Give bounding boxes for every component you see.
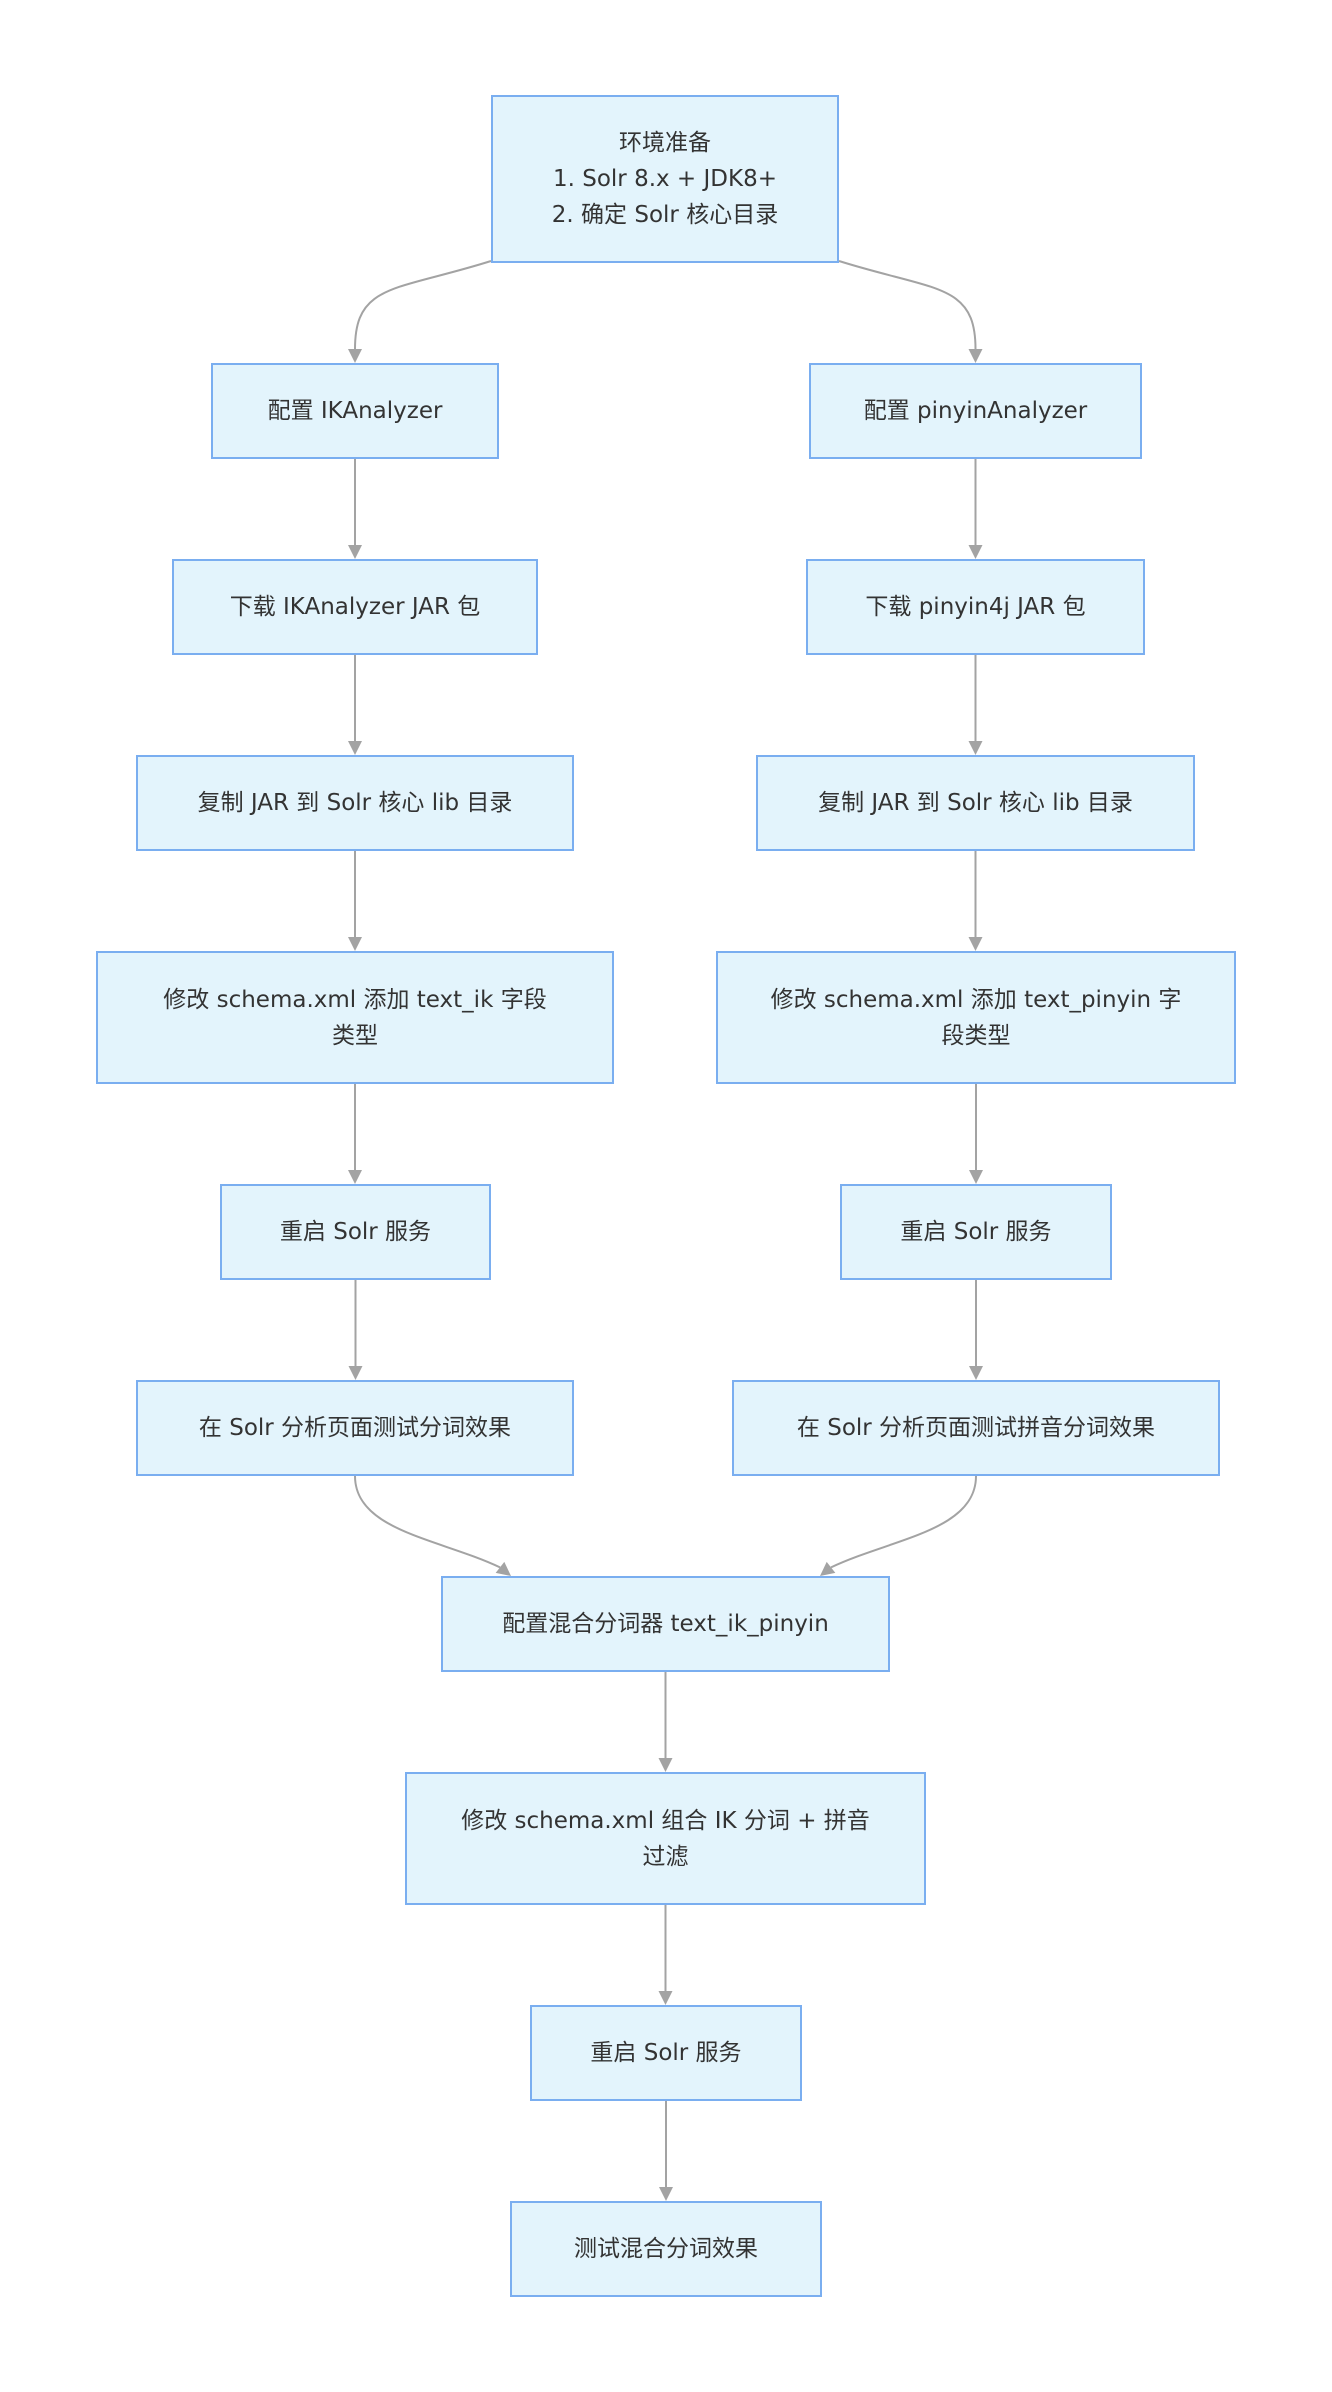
edge-ik_test-to-mix_config — [354, 1475, 501, 1569]
arrowhead-env-to-py_config — [968, 349, 983, 363]
node-env-line-1: 环境准备 — [619, 130, 711, 156]
node-py-download: 下载 pinyin4j JAR 包 — [806, 559, 1145, 655]
node-env-line-2: 1. Solr 8.x + JDK8+ — [552, 166, 777, 192]
arrowhead-py_test-to-mix_config — [820, 1561, 836, 1576]
node-ik-schema-line-2: 类型 — [331, 1022, 378, 1049]
node-py-copy-label: 复制 JAR 到 Solr 核心 lib 目录 — [818, 790, 1133, 816]
node-py-download-label: 下载 pinyin4j JAR 包 — [865, 594, 1086, 620]
node-ik-restart: 重启 Solr 服务 — [220, 1184, 491, 1280]
arrowhead-py_schema-to-py_restart — [969, 1170, 983, 1184]
arrowhead-ik_copy-to-ik_schema — [348, 937, 362, 951]
arrowhead-mix_schema-to-mix_restart — [658, 1991, 673, 2005]
arrowhead-mix_restart-to-mix_test — [659, 2187, 673, 2201]
node-mix-schema-line-1: 修改 schema.xml 组合 IK 分词 + 拼音 — [461, 1807, 870, 1834]
node-ik-schema: 修改 schema.xml 添加 text_ik 字段 类型 — [96, 951, 614, 1084]
arrowhead-ik_test-to-mix_config — [495, 1561, 511, 1576]
arrowhead-ik_config-to-ik_download — [348, 545, 362, 559]
node-mix-config-label: 配置混合分词器 text_ik_pinyin — [502, 1611, 829, 1637]
arrowhead-env-to-ik_config — [348, 349, 362, 363]
node-py-restart: 重启 Solr 服务 — [840, 1184, 1112, 1280]
node-py-test: 在 Solr 分析页面测试拼音分词效果 — [732, 1380, 1220, 1476]
node-mix-schema: 修改 schema.xml 组合 IK 分词 + 拼音 过滤 — [405, 1772, 926, 1905]
node-env: 环境准备 1. Solr 8.x + JDK8+ 2. 确定 Solr 核心目录 — [491, 95, 839, 263]
node-py-schema-line-2: 段类型 — [941, 1022, 1011, 1049]
node-py-copy: 复制 JAR 到 Solr 核心 lib 目录 — [756, 755, 1195, 851]
arrowhead-ik_schema-to-ik_restart — [348, 1170, 362, 1184]
arrowhead-py_config-to-py_download — [968, 545, 983, 559]
node-ik-test: 在 Solr 分析页面测试分词效果 — [136, 1380, 574, 1476]
node-py-config: 配置 pinyinAnalyzer — [809, 363, 1142, 459]
edge-env-to-py_config — [838, 260, 977, 350]
node-py-restart-label: 重启 Solr 服务 — [900, 1219, 1052, 1245]
node-ik-config: 配置 IKAnalyzer — [211, 363, 499, 459]
node-py-schema: 修改 schema.xml 添加 text_pinyin 字 段类型 — [716, 951, 1236, 1084]
node-py-schema-line-1: 修改 schema.xml 添加 text_pinyin 字 — [770, 986, 1182, 1013]
node-ik-copy: 复制 JAR 到 Solr 核心 lib 目录 — [136, 755, 574, 851]
node-env-line-3: 2. 确定 Solr 核心目录 — [551, 202, 779, 228]
arrowhead-ik_restart-to-ik_test — [348, 1366, 363, 1380]
node-ik-download-label: 下载 IKAnalyzer JAR 包 — [229, 594, 481, 620]
node-ik-schema-line-1: 修改 schema.xml 添加 text_ik 字段 — [163, 986, 547, 1013]
arrowhead-mix_config-to-mix_schema — [658, 1758, 673, 1772]
node-py-config-label: 配置 pinyinAnalyzer — [863, 398, 1088, 424]
node-ik-copy-label: 复制 JAR 到 Solr 核心 lib 目录 — [197, 790, 513, 816]
arrowhead-ik_download-to-ik_copy — [348, 741, 362, 755]
node-mix-test: 测试混合分词效果 — [510, 2201, 822, 2297]
node-ik-test-label: 在 Solr 分析页面测试分词效果 — [198, 1415, 512, 1441]
node-ik-download: 下载 IKAnalyzer JAR 包 — [172, 559, 538, 655]
node-mix-restart: 重启 Solr 服务 — [530, 2005, 802, 2101]
node-py-test-label: 在 Solr 分析页面测试拼音分词效果 — [796, 1415, 1156, 1441]
arrowhead-py_download-to-py_copy — [968, 741, 983, 755]
node-mix-config: 配置混合分词器 text_ik_pinyin — [441, 1576, 890, 1672]
node-ik-restart-label: 重启 Solr 服务 — [279, 1219, 432, 1245]
node-mix-restart-label: 重启 Solr 服务 — [590, 2040, 742, 2066]
arrowhead-py_restart-to-py_test — [969, 1366, 983, 1380]
node-mix-test-label: 测试混合分词效果 — [574, 2236, 758, 2262]
node-ik-config-label: 配置 IKAnalyzer — [267, 398, 443, 424]
node-mix-schema-line-2: 过滤 — [642, 1843, 689, 1870]
edge-env-to-ik_config — [354, 260, 492, 350]
edge-py_test-to-mix_config — [830, 1475, 977, 1569]
arrowhead-py_copy-to-py_schema — [968, 937, 983, 951]
